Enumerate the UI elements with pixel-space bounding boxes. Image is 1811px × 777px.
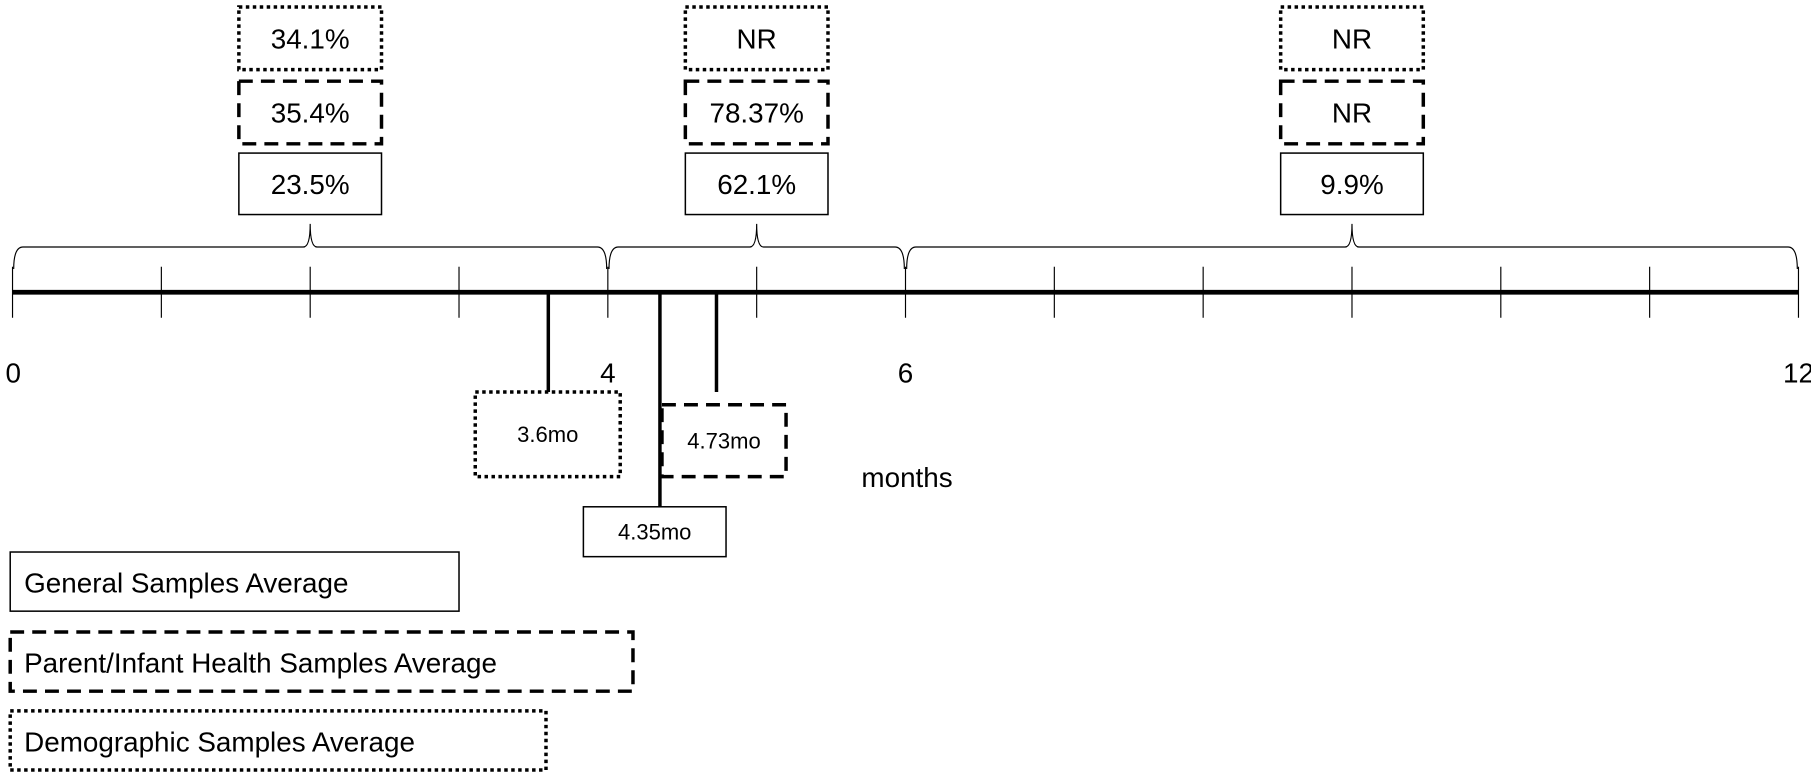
- axis-unit-label: months: [861, 462, 952, 493]
- axis-tick-label: 12: [1783, 358, 1811, 389]
- general-rate-box-text: 62.1%: [717, 169, 796, 200]
- parent-infant-rate-box: 35.4%: [237, 79, 384, 146]
- legend-item-parent-infant: Parent/Infant Health Samples Average: [8, 630, 635, 693]
- demographic-rate-box-border: [1278, 5, 1426, 72]
- average-marker-box-border: [582, 506, 727, 558]
- demographic-rate-box: NR: [683, 5, 830, 72]
- average-marker-box-text: 4.35mo: [618, 520, 691, 545]
- average-marker-box: 4.73mo: [660, 402, 788, 479]
- general-rate-box-text: 23.5%: [271, 169, 350, 200]
- legend-item-general: General Samples Average: [9, 551, 460, 612]
- demographic-rate-box-border: [683, 5, 830, 72]
- average-markers: 3.6mo 4.35mo 4.73mo: [473, 292, 788, 558]
- general-rate-box-border: [238, 152, 383, 216]
- average-marker-box-border: [660, 402, 788, 479]
- period-brace: [608, 223, 905, 270]
- period-braces: [13, 223, 1798, 270]
- parent-infant-rate-box: NR: [1278, 79, 1426, 146]
- average-marker-box-border: [473, 390, 622, 479]
- general-rate-box-border: [1279, 152, 1425, 216]
- axis-tick-label: 0: [6, 358, 21, 389]
- axis-tick-label: 6: [898, 358, 913, 389]
- general-rate-box-border: [684, 152, 829, 216]
- average-marker-box: 4.35mo: [582, 506, 727, 558]
- legend-swatch-border: [8, 630, 635, 693]
- general-rate-box: 9.9%: [1279, 152, 1425, 216]
- average-marker-box-text: 4.73mo: [687, 429, 760, 454]
- average-marker-box-text: 3.6mo: [517, 422, 578, 447]
- period-brace: [906, 223, 1798, 270]
- general-rate-box: 23.5%: [238, 152, 383, 216]
- parent-infant-rate-box-border: [1278, 79, 1426, 146]
- demographic-rate-box-text: NR: [737, 23, 777, 54]
- legend-item-demographic: Demographic Samples Average: [8, 709, 548, 772]
- period-brace: [13, 223, 608, 270]
- demographic-rate-box-border: [237, 5, 384, 72]
- parent-infant-rate-box: 78.37%: [683, 79, 830, 146]
- legend-label: General Samples Average: [24, 568, 348, 599]
- period-value-boxes: 34.1% 35.4% 23.5% NR 78.37% 62.1% NR NR 9.9%: [237, 5, 1426, 216]
- parent-infant-rate-box-text: 35.4%: [271, 98, 350, 129]
- timeline-axis: 0 4 6 12: [6, 266, 1811, 389]
- legend-label: Parent/Infant Health Samples Average: [24, 648, 497, 679]
- parent-infant-rate-box-border: [237, 79, 384, 146]
- axis-tick-label: 4: [600, 358, 615, 389]
- parent-infant-rate-box-text: 78.37%: [709, 98, 803, 129]
- average-marker-box: 3.6mo: [473, 390, 622, 479]
- demographic-rate-box: NR: [1278, 5, 1426, 72]
- general-rate-box: 62.1%: [684, 152, 829, 216]
- demographic-rate-box-text: 34.1%: [271, 23, 350, 54]
- legend-swatch-border: [9, 551, 460, 612]
- legend-swatch-border: [8, 709, 548, 772]
- demographic-rate-box-text: NR: [1332, 23, 1372, 54]
- parent-infant-rate-box-text: NR: [1332, 98, 1372, 129]
- legend-label: Demographic Samples Average: [24, 726, 415, 757]
- demographic-rate-box: 34.1%: [237, 5, 384, 72]
- parent-infant-rate-box-border: [683, 79, 830, 146]
- general-rate-box-text: 9.9%: [1320, 169, 1383, 200]
